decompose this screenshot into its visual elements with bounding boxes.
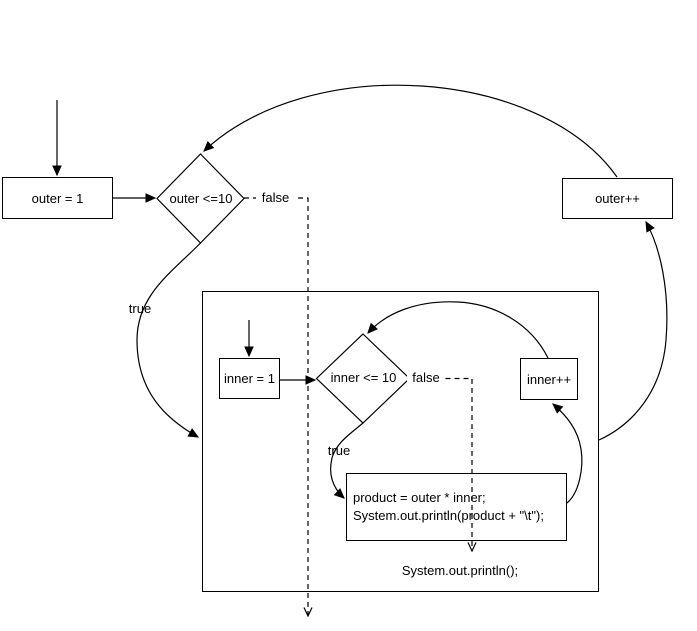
- inner-condition-label: inner <= 10: [330, 370, 397, 385]
- outer-false-connector: [244, 197, 313, 618]
- inner-init-label: inner = 1: [224, 371, 275, 386]
- outer-true-connector: [136, 242, 201, 438]
- loop-body-line1: product = outer * inner;: [353, 490, 486, 505]
- outer-increment-box: outer++: [562, 178, 673, 219]
- loop-body-code: product = outer * inner; System.out.prin…: [353, 489, 544, 525]
- println-statement-label: System.out.println();: [401, 563, 519, 578]
- container-to-outer-increment-connector: [598, 220, 668, 441]
- inner-init-box: inner = 1: [219, 358, 280, 399]
- body-to-inner-increment-connector: [552, 403, 583, 504]
- outer-true-label: true: [128, 301, 152, 316]
- loop-body-box: product = outer * inner; System.out.prin…: [346, 473, 567, 541]
- inner-false-label: false: [407, 371, 445, 385]
- inner-increment-box: inner++: [520, 358, 578, 400]
- inner-increment-label: inner++: [526, 371, 572, 387]
- outer-init-box: outer = 1: [2, 177, 113, 219]
- inner-loop-container: [202, 291, 599, 592]
- outer-condition-label: outer <=10: [169, 191, 233, 206]
- inner-true-connector: [330, 422, 364, 499]
- inner-loopback-arc: [367, 301, 549, 359]
- outer-loopback-arc: [203, 84, 618, 178]
- inner-true-label: true: [327, 443, 351, 458]
- inner-false-connector: [409, 377, 477, 553]
- outer-increment-label: outer++: [595, 191, 640, 206]
- outer-init-label: outer = 1: [31, 190, 84, 206]
- loop-body-line2: System.out.println(product + "\t");: [353, 508, 544, 523]
- outer-false-label: false: [256, 191, 295, 205]
